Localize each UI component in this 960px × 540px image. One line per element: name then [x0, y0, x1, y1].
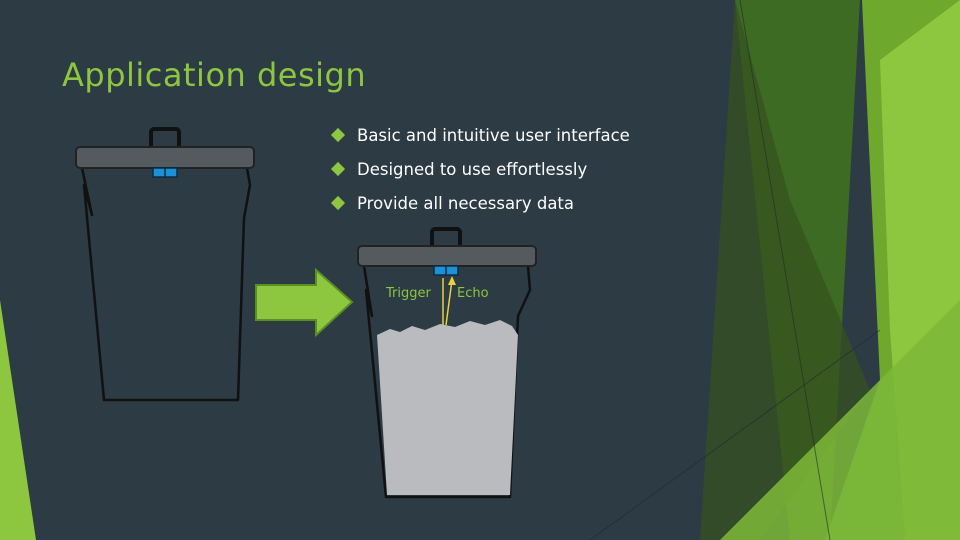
bullet-item: Basic and intuitive user interface	[330, 118, 630, 152]
echo-label: Echo	[457, 286, 489, 301]
decorative-line-2	[589, 329, 881, 540]
trash-fill	[377, 320, 518, 495]
empty-bin-icon	[75, 127, 255, 402]
echo-arrowhead	[448, 276, 456, 285]
bin-body	[80, 167, 252, 402]
echo-signal	[445, 279, 453, 326]
bullet-item: Designed to use effortlessly	[330, 152, 630, 186]
bullet-list: Basic and intuitive user interface Desig…	[330, 118, 630, 220]
left-facet	[0, 300, 36, 540]
bullet-item: Provide all necessary data	[330, 186, 630, 220]
decorative-line	[739, 0, 831, 540]
bullet-text: Designed to use effortlessly	[357, 159, 588, 179]
arrow-right-icon	[255, 267, 354, 338]
full-bin-icon: Trigger Echo	[357, 227, 537, 499]
bin-lid	[75, 146, 255, 169]
bullet-text: Basic and intuitive user interface	[357, 125, 630, 145]
slide-title: Application design	[62, 56, 367, 94]
bullet-text: Provide all necessary data	[357, 193, 575, 213]
bin-lid	[357, 245, 537, 267]
right-facet-bottom	[720, 300, 960, 540]
trigger-label: Trigger	[385, 286, 431, 301]
